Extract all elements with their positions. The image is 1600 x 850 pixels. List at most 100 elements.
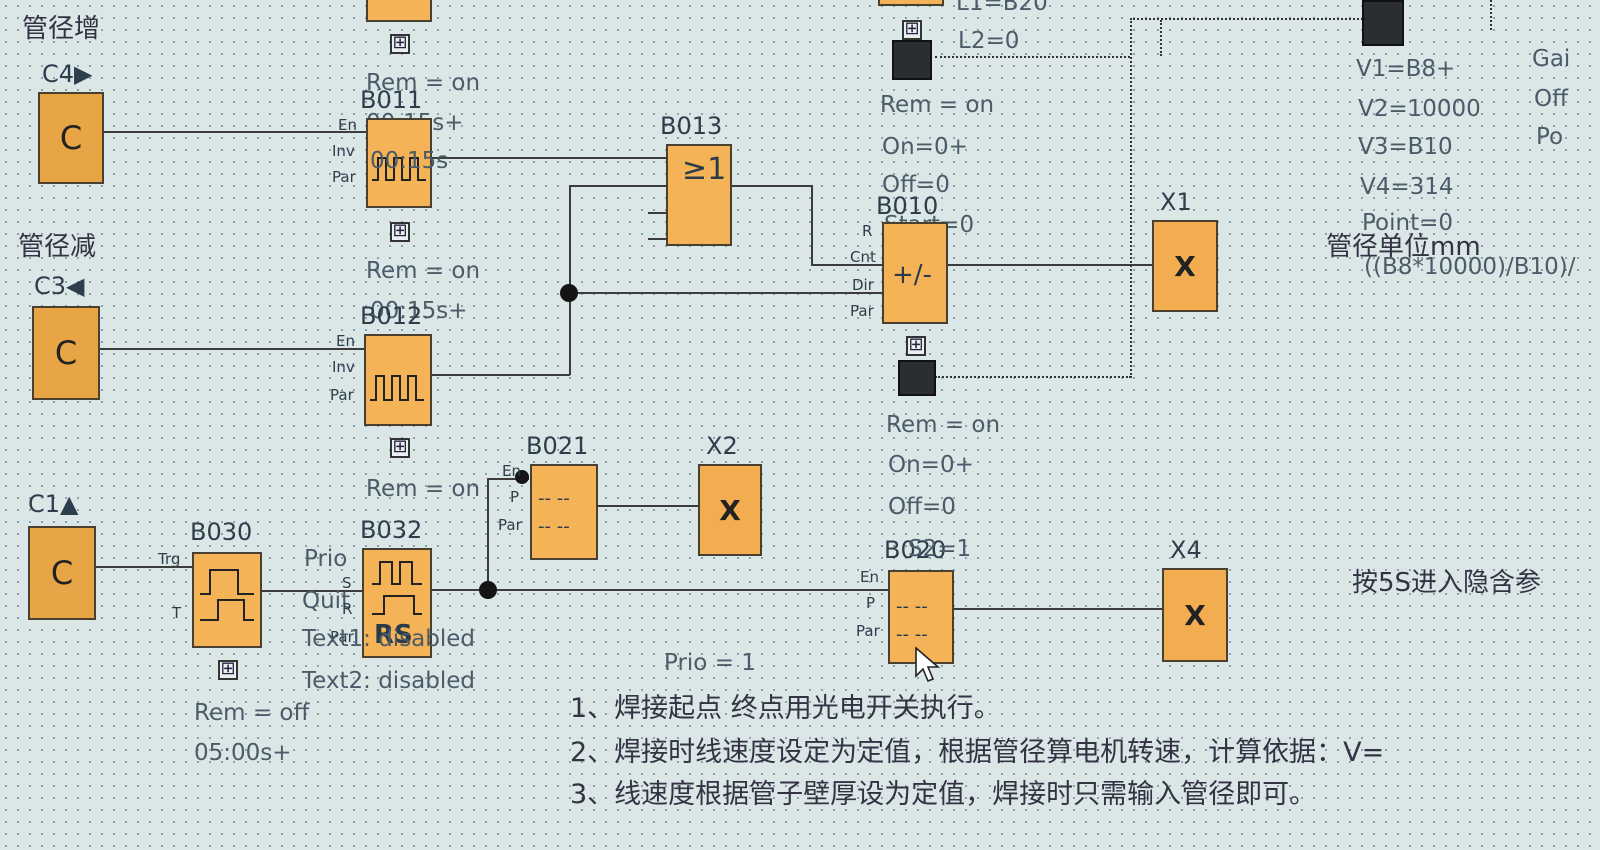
b030-timer-block[interactable] bbox=[192, 552, 262, 648]
rs-symbol: RS bbox=[374, 620, 413, 650]
x4-output[interactable]: X bbox=[1162, 568, 1228, 662]
b012-pulse-block[interactable] bbox=[364, 334, 432, 426]
timer-pulse-icon bbox=[200, 569, 254, 621]
junction-dot bbox=[515, 470, 529, 484]
rs-pulse-icon bbox=[372, 561, 422, 615]
expand-icon[interactable]: ⊞ bbox=[390, 222, 410, 242]
pin-en: En bbox=[336, 332, 355, 350]
b010-remanence: Rem = on bbox=[880, 92, 995, 118]
pin-t: T bbox=[172, 604, 182, 622]
point: Point=0 bbox=[1362, 210, 1454, 236]
b032-remanence: Rem = on bbox=[366, 476, 481, 502]
dotted-wire bbox=[1490, 0, 1492, 30]
c1-input-block[interactable]: C bbox=[28, 526, 96, 620]
b010-on: On=0+ bbox=[882, 134, 968, 160]
wire bbox=[487, 478, 489, 590]
wire bbox=[948, 264, 1154, 266]
wire bbox=[96, 566, 192, 568]
wire bbox=[432, 157, 666, 159]
pin-par: Par bbox=[850, 302, 874, 320]
pin-inv: Inv bbox=[332, 358, 355, 376]
dotted-wire bbox=[1130, 18, 1370, 20]
b021-message-block[interactable]: -- -- -- -- bbox=[530, 464, 598, 560]
note-line-3: 3、线速度根据管子壁厚设为定值，焊接时只需输入管径即可。 bbox=[570, 779, 1317, 810]
c1-label: C1▲ bbox=[28, 490, 79, 518]
quit-label: Quit bbox=[302, 588, 351, 614]
wire bbox=[569, 185, 667, 187]
mouse-cursor-icon bbox=[915, 646, 941, 683]
dash-symbol: -- -- bbox=[896, 596, 928, 617]
pin-r: R bbox=[342, 600, 353, 618]
b010-label: B010 bbox=[876, 192, 939, 220]
b010-updown-counter[interactable]: +/- bbox=[882, 222, 948, 324]
pin-en: En bbox=[502, 462, 521, 480]
pin-inv: Inv bbox=[332, 142, 355, 160]
b012-remanence: Rem = on bbox=[366, 258, 481, 284]
b011-time2: 00:15s bbox=[370, 148, 449, 174]
v2: V2=10000 bbox=[1358, 96, 1481, 122]
b020-off: Off=0 bbox=[888, 494, 956, 520]
c3-label: C3◀ bbox=[34, 272, 85, 300]
c3-input-block[interactable]: C bbox=[32, 306, 100, 400]
c4-input-block[interactable]: C bbox=[38, 92, 104, 184]
b021-label: B021 bbox=[526, 432, 589, 460]
expand-icon[interactable]: ⊞ bbox=[390, 438, 410, 458]
b020-label: B020 bbox=[884, 536, 947, 564]
formula-note: ((B8*10000)/B10)/ bbox=[1364, 254, 1576, 280]
offset-label: Off bbox=[1534, 86, 1568, 112]
prio1-label: Prio = 1 bbox=[664, 650, 756, 676]
b020-on: On=0+ bbox=[888, 452, 974, 478]
x2-output[interactable]: X bbox=[698, 464, 762, 556]
wire bbox=[811, 264, 883, 266]
expand-icon[interactable]: ⊞ bbox=[902, 20, 922, 40]
expand-icon[interactable]: ⊞ bbox=[390, 34, 410, 54]
text1-label: Text1: disabled bbox=[302, 626, 476, 652]
b011-pulse-block[interactable] bbox=[366, 118, 432, 208]
pin-p: P bbox=[866, 594, 876, 612]
wire bbox=[648, 238, 666, 240]
hidden-param-note: 按5S进入隐含参 bbox=[1352, 568, 1542, 598]
b011-label: B011 bbox=[360, 86, 423, 114]
top-block-cut[interactable] bbox=[366, 0, 432, 22]
point-label: Po bbox=[1536, 124, 1564, 150]
x1-output[interactable]: X bbox=[1152, 220, 1218, 312]
x4-label: X4 bbox=[1170, 536, 1202, 564]
dash-symbol: -- -- bbox=[538, 516, 570, 537]
wire bbox=[598, 505, 698, 507]
note-line-2: 2、焊接时线速度设定为定值，根据管径算电机转速，计算依据：V= bbox=[570, 737, 1385, 768]
pin-par: Par bbox=[330, 386, 354, 404]
x1-label: X1 bbox=[1160, 188, 1192, 216]
b012-time: 00:15s+ bbox=[370, 298, 468, 324]
b032-label: B032 bbox=[360, 516, 423, 544]
wire bbox=[432, 374, 570, 376]
v4: V4=314 bbox=[1360, 174, 1454, 200]
b011-remanence: Rem = on bbox=[366, 70, 481, 96]
top-right-connector[interactable] bbox=[1362, 0, 1404, 46]
dash-symbol: -- -- bbox=[538, 488, 570, 509]
b013-or-block[interactable]: ≥1 bbox=[666, 144, 732, 246]
updown-symbol: +/- bbox=[892, 260, 932, 290]
b032-rs-block[interactable]: RS bbox=[362, 548, 432, 658]
pin-en: En bbox=[860, 568, 879, 586]
pin-trg: Trg bbox=[158, 550, 181, 568]
junction-dot bbox=[479, 581, 497, 599]
expand-icon[interactable]: ⊞ bbox=[906, 336, 926, 356]
prio-label: Prio bbox=[304, 546, 348, 572]
gain-label: Gai bbox=[1532, 46, 1571, 72]
b010-off: Off=0 bbox=[882, 172, 950, 198]
wire bbox=[262, 590, 362, 592]
b010-connector-top[interactable] bbox=[892, 40, 932, 80]
expand-icon[interactable]: ⊞ bbox=[218, 660, 238, 680]
unit-note: 管径单位mm bbox=[1326, 232, 1481, 262]
pin-p: P bbox=[510, 488, 520, 506]
note-line-1: 1、焊接起点 终点用光电开关执行。 bbox=[570, 693, 1001, 724]
b013-label: B013 bbox=[660, 112, 723, 140]
b020-remanence: Rem = on bbox=[886, 412, 1001, 438]
wire bbox=[732, 185, 812, 187]
dotted-wire bbox=[1160, 20, 1162, 56]
b010-connector-bottom[interactable] bbox=[898, 360, 936, 396]
top-right-block-cut[interactable] bbox=[878, 0, 944, 6]
c4-label: C4▶ bbox=[42, 60, 93, 88]
wire bbox=[569, 185, 571, 375]
pin-s: S bbox=[342, 574, 352, 592]
